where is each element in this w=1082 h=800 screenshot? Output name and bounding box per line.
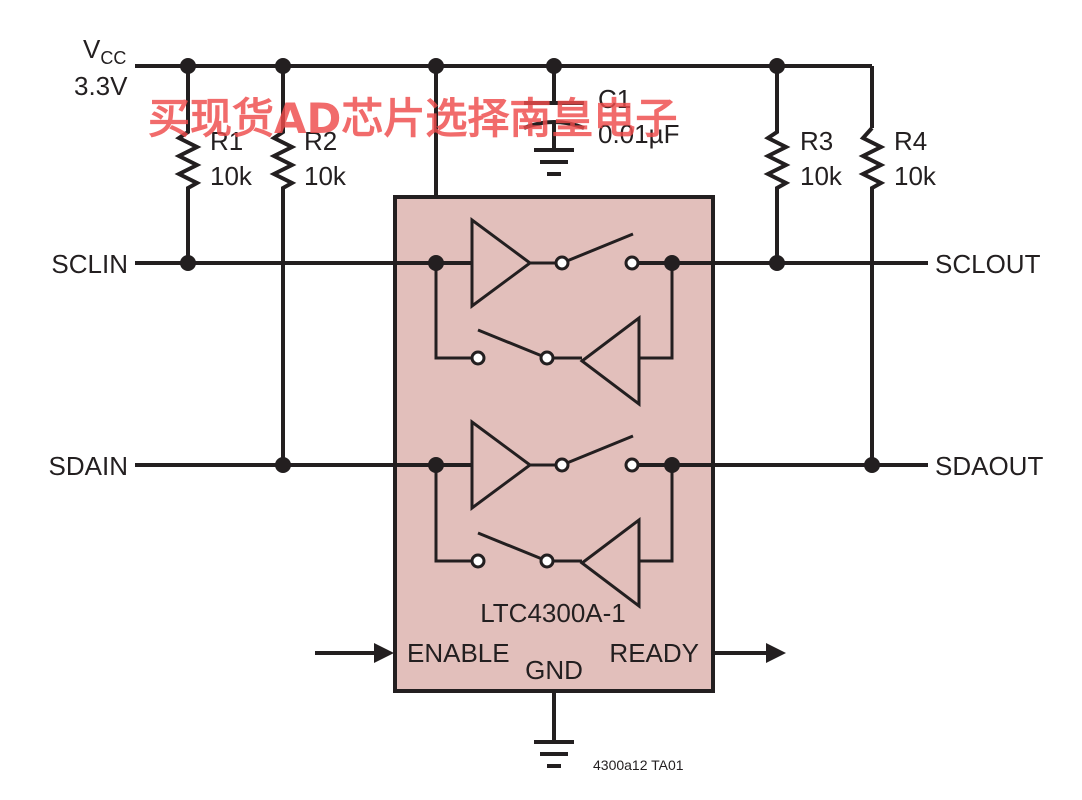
sda-forward-buffer — [470, 419, 640, 511]
junction-dot — [546, 58, 562, 74]
junction-dot — [664, 255, 680, 271]
figure-id-label: 4300a12 TA01 — [593, 757, 684, 773]
vcc-voltage-label: 3.3V — [74, 71, 128, 101]
junction-dot — [769, 255, 785, 271]
c1-value-label: 0.01µF — [598, 119, 679, 149]
resistor-r3 — [763, 66, 791, 263]
r3-ref-label: R3 — [800, 126, 833, 156]
ic-body — [393, 195, 715, 693]
r3-value-label: 10k — [800, 161, 843, 191]
sdaout-label: SDAOUT — [935, 451, 1043, 481]
sclin-label: SCLIN — [51, 249, 128, 279]
r1-value-label: 10k — [210, 161, 253, 191]
junction-dot — [428, 255, 444, 271]
junction-dot — [180, 58, 196, 74]
ground-symbol-chip — [534, 740, 574, 768]
ground-symbol-c1 — [534, 148, 574, 176]
r4-ref-label: R4 — [894, 126, 927, 156]
junction-dot — [275, 58, 291, 74]
sclout-label: SCLOUT — [935, 249, 1041, 279]
gnd-pin-label: GND — [525, 655, 583, 685]
enable-arrow — [315, 643, 394, 663]
vcc-label: VCC — [83, 34, 126, 68]
ready-arrow — [713, 643, 786, 663]
sda-return-buffer — [434, 465, 674, 610]
r2-ref-label: R2 — [304, 126, 337, 156]
junction-dot — [428, 58, 444, 74]
junction-dot — [180, 255, 196, 271]
sdain-label: SDAIN — [49, 451, 128, 481]
watermark-text: 买现货AD芯片选择南皇电子 — [148, 94, 677, 143]
enable-pin-label: ENABLE — [407, 638, 510, 668]
junction-dot — [275, 457, 291, 473]
chip-part-label: LTC4300A-1 — [480, 598, 626, 628]
r1-ref-label: R1 — [210, 126, 243, 156]
junction-dot — [864, 457, 880, 473]
ready-pin-label: READY — [609, 638, 699, 668]
junction-dot — [664, 457, 680, 473]
scl-return-buffer — [434, 263, 674, 408]
r4-value-label: 10k — [894, 161, 937, 191]
r2-value-label: 10k — [304, 161, 347, 191]
resistor-r2 — [269, 66, 297, 465]
resistor-r1 — [174, 66, 202, 263]
resistor-r4 — [858, 126, 886, 465]
junction-dot — [428, 457, 444, 473]
capacitor-c1 — [523, 66, 585, 148]
scl-forward-buffer — [470, 217, 640, 309]
junction-dot — [769, 58, 785, 74]
c1-ref-label: C1 — [598, 84, 631, 114]
